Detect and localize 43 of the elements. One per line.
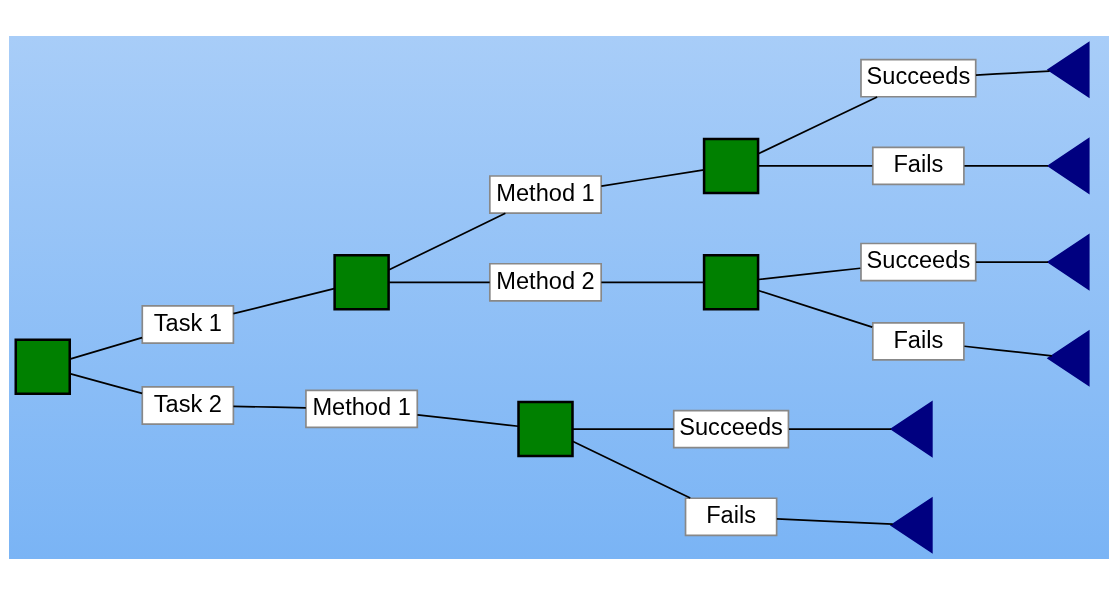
node-box: Method 1 (489, 175, 603, 214)
node-triangle (889, 400, 933, 458)
node-box (702, 254, 760, 311)
node-triangle (1046, 329, 1090, 387)
node-box (702, 137, 760, 195)
connector (963, 165, 1049, 167)
node-box: Method 1 (305, 389, 419, 429)
node-box: Fails (871, 321, 965, 361)
node-triangle (889, 496, 933, 554)
connector (757, 289, 874, 328)
node-triangle (1046, 137, 1090, 195)
connector (788, 428, 892, 430)
node-box (333, 254, 390, 311)
node-box (517, 400, 574, 458)
node-triangle (1046, 233, 1090, 291)
connector (388, 212, 507, 271)
node-box: Succeeds (860, 58, 977, 98)
node-box: Succeeds (672, 409, 790, 449)
node-box: Fails (684, 497, 778, 537)
node-box: Task 1 (141, 305, 235, 344)
connector (975, 70, 1051, 76)
node-box: Fails (871, 146, 965, 186)
connector (68, 372, 143, 395)
connector (416, 414, 520, 428)
node-box: Succeeds (860, 242, 977, 282)
connector (757, 267, 862, 281)
node-box: Method 2 (489, 262, 603, 302)
connector (571, 440, 692, 499)
connector (975, 261, 1049, 263)
connector (600, 281, 705, 284)
connector (232, 287, 336, 315)
connector (775, 518, 894, 525)
connector (757, 165, 874, 167)
connector (757, 96, 878, 155)
connector (388, 281, 491, 284)
node-box: Task 2 (141, 386, 235, 425)
connector (600, 169, 705, 187)
connector (68, 336, 143, 360)
node-triangle (1046, 41, 1090, 99)
node-box (14, 338, 71, 395)
connector (232, 405, 307, 409)
connector (963, 345, 1053, 357)
connector (571, 428, 675, 430)
